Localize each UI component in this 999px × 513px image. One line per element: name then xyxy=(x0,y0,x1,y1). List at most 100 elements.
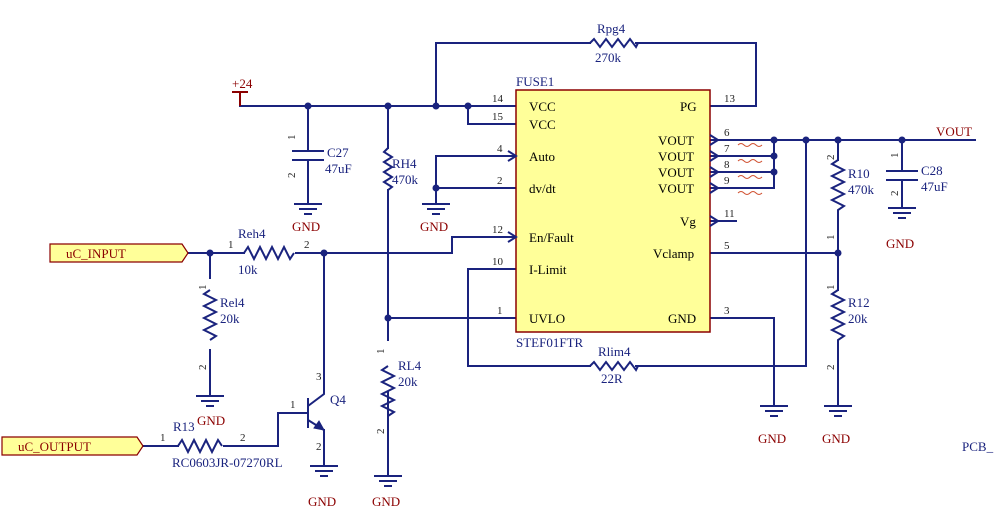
ic-output-arrow-6 xyxy=(709,134,720,146)
r10-ref: R10 xyxy=(848,166,870,181)
reh4-ref: Reh4 xyxy=(238,226,266,241)
c28-value: 47uF xyxy=(921,179,948,194)
r13-ref: R13 xyxy=(173,419,195,434)
resistor-r12[interactable]: 1 2 R12 20k xyxy=(825,285,870,371)
resistor-reh4[interactable]: 1 2 Reh4 10k xyxy=(228,226,310,277)
gnd-symbol-c28: GND xyxy=(886,200,916,251)
power-port-plus24: +24 xyxy=(232,76,253,106)
rel4-pin2: 2 xyxy=(197,365,209,371)
transistor-q4[interactable]: 3 1 2 Q4 xyxy=(290,371,346,453)
ic-input-arrow-en-fault xyxy=(507,231,518,243)
port-uc-output-label: uC_OUTPUT xyxy=(18,439,91,454)
ic-part-number: STEF01FTR xyxy=(516,335,584,350)
ic-output-arrow-7 xyxy=(709,150,720,162)
ic-pin-name-vclamp: Vclamp xyxy=(653,246,694,261)
net-label-vout: VOUT xyxy=(936,124,972,139)
r12-ref: R12 xyxy=(848,295,870,310)
ic-fuse1[interactable]: FUSE1 STEF01FTR VCC VCC Auto dv/dt En/Fa… xyxy=(492,74,763,350)
c28-pin2: 2 xyxy=(889,191,901,197)
squiggle-6 xyxy=(737,143,763,147)
r13-pin1: 1 xyxy=(160,432,166,444)
c28-ref: C28 xyxy=(921,163,943,178)
resistor-rh4[interactable]: RH4 470k xyxy=(382,147,419,191)
gnd-symbol-c27: GND xyxy=(292,200,322,234)
r12-pin2: 2 xyxy=(825,365,837,371)
rl4-pin1: 1 xyxy=(375,349,387,355)
r13-pin2: 2 xyxy=(240,432,246,444)
squiggle-7 xyxy=(737,159,763,163)
gnd-symbol-q4: GND xyxy=(308,460,338,509)
gnd-symbol-rel4: GND xyxy=(196,392,225,428)
net-label-vout-group: VOUT xyxy=(933,124,976,141)
rpg4-value: 270k xyxy=(595,50,622,65)
rlim4-value: 22R xyxy=(601,371,623,386)
gnd-symbol-rl4: GND xyxy=(372,470,402,509)
squiggle-8 xyxy=(737,175,763,179)
capacitor-c27[interactable]: 1 2 C27 47uF xyxy=(286,132,352,180)
resistor-rlim4[interactable]: Rlim4 22R xyxy=(589,344,639,386)
gnd-label-c27: GND xyxy=(292,219,320,234)
ic-pin-num-9: 9 xyxy=(724,175,730,187)
rh4-ref: RH4 xyxy=(392,156,417,171)
rlim4-ref: Rlim4 xyxy=(598,344,631,359)
ic-pin-name-i-limit: I-Limit xyxy=(529,262,567,277)
r10-pin2: 2 xyxy=(825,155,837,161)
resistor-r10[interactable]: 2 1 R10 470k xyxy=(825,155,875,241)
gnd-label-r12: GND xyxy=(822,431,850,446)
rl4-ref: RL4 xyxy=(398,358,422,373)
gnd-label-rl4: GND xyxy=(372,494,400,509)
ic-pin-num-6: 6 xyxy=(724,127,730,139)
resistor-rpg4[interactable]: Rpg4 270k xyxy=(589,21,639,65)
gnd-label-auto: GND xyxy=(420,219,448,234)
ic-pin-name-vout-9: VOUT xyxy=(658,181,694,196)
ic-pin-name-pg: PG xyxy=(680,99,697,114)
r13-value: RC0603JR-07270RL xyxy=(172,455,283,470)
c27-pin1: 1 xyxy=(286,135,298,141)
gnd-symbol-ic: GND xyxy=(758,400,788,446)
port-uc-output[interactable]: uC_OUTPUT xyxy=(1,436,144,456)
r12-value: 20k xyxy=(848,311,868,326)
reh4-pin1: 1 xyxy=(228,239,234,251)
ic-pin-num-14: 14 xyxy=(492,93,504,105)
rl4-value: 20k xyxy=(398,374,418,389)
ic-pin-num-4: 4 xyxy=(497,143,503,155)
rel4-value: 20k xyxy=(220,311,240,326)
reh4-value: 10k xyxy=(238,262,258,277)
rpg4-ref: Rpg4 xyxy=(597,21,626,36)
port-uc-input[interactable]: uC_INPUT xyxy=(49,243,189,263)
rel4-ref: Rel4 xyxy=(220,295,245,310)
reh4-pin2: 2 xyxy=(304,239,310,251)
ic-pin-num-5: 5 xyxy=(724,240,730,252)
ic-pin-num-15: 15 xyxy=(492,111,504,123)
capacitor-c28[interactable]: 1 2 C28 47uF xyxy=(886,153,948,197)
ic-output-arrow-9 xyxy=(709,182,720,194)
resistor-rl4[interactable]: 1 2 RL4 20k xyxy=(375,349,422,435)
c27-value: 47uF xyxy=(325,161,352,176)
ic-pin-name-gnd: GND xyxy=(668,311,696,326)
gnd-label-rel4: GND xyxy=(197,413,225,428)
gnd-label-q4: GND xyxy=(308,494,336,509)
q4-ref: Q4 xyxy=(330,392,346,407)
rel4-pin1: 1 xyxy=(197,285,209,291)
junctions xyxy=(206,102,906,322)
sheet-label: PCB_ xyxy=(962,439,994,454)
net-label-plus24: +24 xyxy=(232,76,253,91)
gnd-label-ic: GND xyxy=(758,431,786,446)
ic-pin-name-vout-6: VOUT xyxy=(658,133,694,148)
ic-pin-name-vout-7: VOUT xyxy=(658,149,694,164)
resistor-r13[interactable]: 1 2 R13 RC0603JR-07270RL xyxy=(160,419,283,470)
wires xyxy=(142,42,935,471)
ic-pin-name-vcc-15: VCC xyxy=(529,117,556,132)
resistor-rel4[interactable]: 1 2 Rel4 20k xyxy=(197,285,245,371)
ic-output-arrow-8 xyxy=(709,166,720,178)
ic-pin-num-12: 12 xyxy=(492,224,503,236)
ic-pin-name-dvdt: dv/dt xyxy=(529,181,556,196)
ic-pin-num-2: 2 xyxy=(497,175,503,187)
ic-input-arrow-auto xyxy=(507,150,518,162)
r10-value: 470k xyxy=(848,182,875,197)
ic-pin-name-vout-8: VOUT xyxy=(658,165,694,180)
ic-pin-num-13: 13 xyxy=(724,93,736,105)
c27-ref: C27 xyxy=(327,145,349,160)
q4-emitter-arrow xyxy=(313,420,325,431)
